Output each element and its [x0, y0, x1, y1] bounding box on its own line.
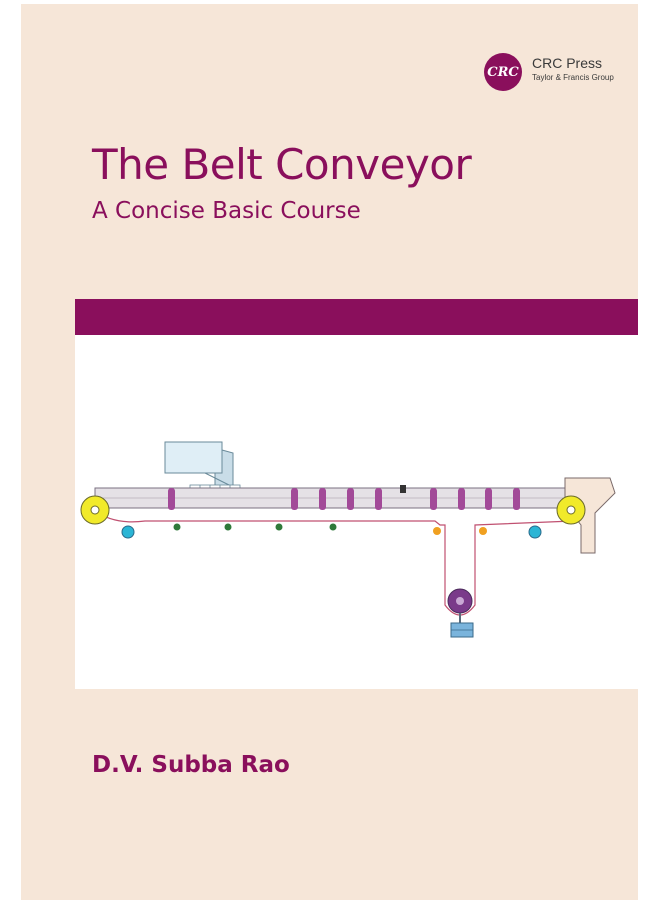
- carrying-idler-icon: [168, 485, 520, 510]
- publisher-group: Taylor & Francis Group: [532, 73, 614, 82]
- head-pulley-icon: [556, 477, 616, 554]
- hopper-icon: [164, 441, 234, 488]
- book-title: The Belt Conveyor: [92, 140, 472, 189]
- conveyor-illustration: [80, 441, 616, 638]
- publisher-logo: CRC CRC Press Taylor & Francis Group: [484, 52, 634, 92]
- tail-pulley-icon: [80, 495, 110, 525]
- return-idler-icon: [121, 523, 542, 539]
- book-subtitle: A Concise Basic Course: [92, 198, 361, 224]
- conveyor-belt: [94, 487, 574, 616]
- illustration-panel: [75, 335, 638, 689]
- gravity-take-up-icon: [447, 588, 473, 625]
- counterweight-icon: [450, 622, 474, 638]
- book-author: D.V. Subba Rao: [92, 752, 290, 778]
- accent-band: [75, 299, 638, 335]
- publisher-name: CRC Press: [532, 55, 603, 71]
- crc-logo-icon: CRC: [484, 53, 522, 91]
